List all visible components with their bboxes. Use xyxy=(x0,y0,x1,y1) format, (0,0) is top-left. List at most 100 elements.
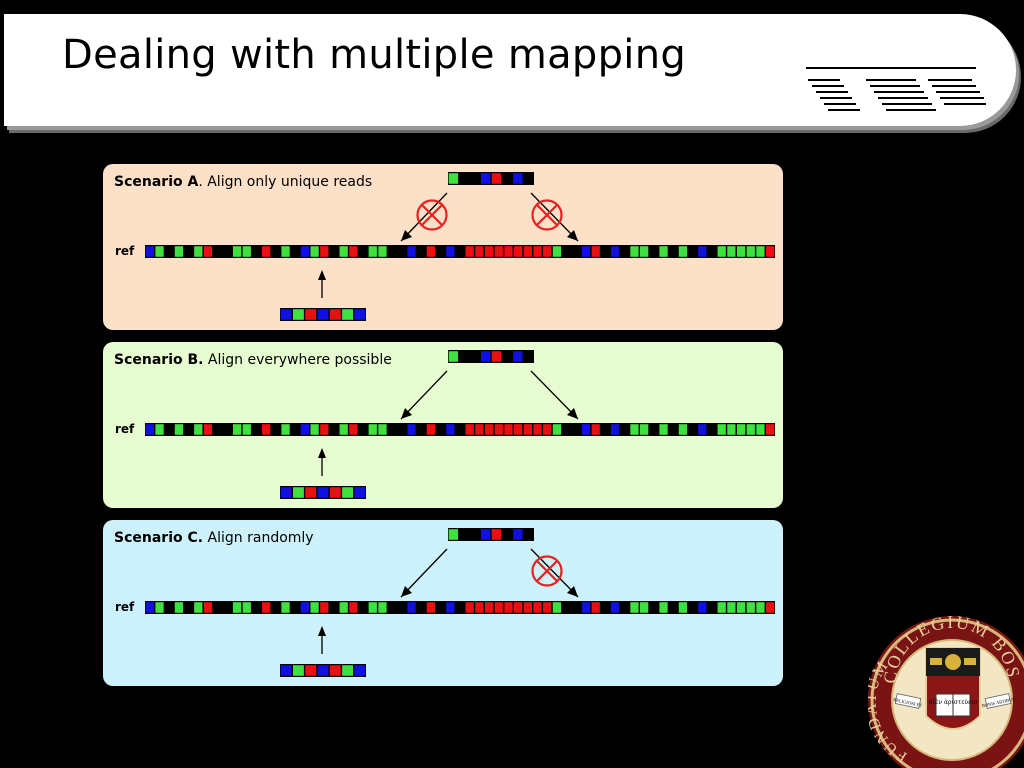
base-block xyxy=(494,246,503,257)
base-block xyxy=(523,246,532,257)
base-block xyxy=(698,602,707,613)
base-block xyxy=(572,424,581,435)
base-block xyxy=(475,246,484,257)
base-block xyxy=(388,246,397,257)
scenario-b-arrows xyxy=(318,370,579,476)
reference-sequence xyxy=(145,245,775,258)
unique-read-sequence xyxy=(280,664,366,677)
base-block xyxy=(305,309,317,320)
base-block xyxy=(145,246,154,257)
base-block xyxy=(184,602,193,613)
base-block xyxy=(155,424,164,435)
base-block xyxy=(640,602,649,613)
base-block xyxy=(349,602,358,613)
unique-read-arrowhead xyxy=(318,448,326,458)
base-block xyxy=(194,246,203,257)
base-block xyxy=(707,602,717,613)
sequence-background xyxy=(448,528,534,541)
base-block xyxy=(407,602,416,613)
base-block xyxy=(766,246,775,257)
base-block xyxy=(552,602,562,613)
base-block xyxy=(280,665,292,676)
base-block xyxy=(203,246,213,257)
base-block xyxy=(184,424,193,435)
base-block xyxy=(426,602,436,613)
base-block xyxy=(562,246,571,257)
base-block xyxy=(339,602,348,613)
base-block xyxy=(317,487,329,498)
unique-read-arrowhead xyxy=(318,626,326,636)
base-block xyxy=(378,602,387,613)
base-block xyxy=(446,602,455,613)
base-block xyxy=(397,602,406,613)
base-block xyxy=(533,602,542,613)
base-block xyxy=(165,424,174,435)
scenario-a-label: Scenario A. Align only unique reads xyxy=(114,174,372,190)
left-mapping-rejected-icon xyxy=(416,199,448,231)
base-block xyxy=(388,424,397,435)
base-block xyxy=(213,246,222,257)
base-block xyxy=(514,602,523,613)
base-block xyxy=(292,487,304,498)
scenario-b-name: Scenario B. xyxy=(114,352,204,368)
base-block xyxy=(342,665,354,676)
base-block xyxy=(659,602,668,613)
base-block xyxy=(484,424,494,435)
base-block xyxy=(610,602,620,613)
base-block xyxy=(329,487,341,498)
base-block xyxy=(572,602,581,613)
base-block xyxy=(184,246,193,257)
base-block xyxy=(581,424,591,435)
base-block xyxy=(174,246,184,257)
base-block xyxy=(223,246,232,257)
base-block xyxy=(562,602,571,613)
base-block xyxy=(358,602,368,613)
base-block xyxy=(543,424,552,435)
base-block xyxy=(242,246,251,257)
base-block xyxy=(630,424,639,435)
base-block xyxy=(329,602,339,613)
base-block xyxy=(523,424,532,435)
base-block xyxy=(174,602,184,613)
base-block xyxy=(494,424,503,435)
multi-read-sequence xyxy=(448,350,534,363)
base-block xyxy=(271,602,280,613)
base-block xyxy=(155,246,164,257)
base-block xyxy=(292,665,304,676)
base-block xyxy=(465,602,474,613)
base-block xyxy=(698,424,707,435)
base-block xyxy=(736,602,746,613)
sequence-background xyxy=(448,350,534,363)
base-block xyxy=(552,246,562,257)
scenario-c-arrows xyxy=(318,548,579,654)
base-block xyxy=(455,246,465,257)
base-block xyxy=(252,424,261,435)
base-block xyxy=(194,602,203,613)
base-block xyxy=(300,602,310,613)
title-decor-lines xyxy=(806,67,986,111)
base-block xyxy=(533,424,542,435)
base-block xyxy=(342,309,354,320)
base-block xyxy=(766,602,775,613)
multi-read-left-arrowhead xyxy=(401,230,412,241)
base-block xyxy=(271,246,280,257)
base-block xyxy=(354,309,366,320)
base-block xyxy=(465,424,474,435)
base-block xyxy=(707,246,717,257)
sequence-background xyxy=(448,172,534,185)
ref-label: ref xyxy=(115,422,135,436)
multi-read-left-arrowhead xyxy=(401,408,412,419)
base-block xyxy=(678,246,688,257)
base-block xyxy=(727,424,736,435)
base-block xyxy=(736,424,746,435)
seal-motto-left: RELIGIONI ET xyxy=(893,697,923,708)
base-block xyxy=(504,246,513,257)
base-block xyxy=(459,351,469,362)
base-block xyxy=(213,602,222,613)
scenario-b-label: Scenario B. Align everywhere possible xyxy=(114,352,392,368)
base-block xyxy=(552,424,562,435)
base-block xyxy=(417,246,426,257)
base-block xyxy=(448,529,459,540)
base-block xyxy=(543,246,552,257)
multi-read-right-mapping-arrow xyxy=(530,192,579,242)
